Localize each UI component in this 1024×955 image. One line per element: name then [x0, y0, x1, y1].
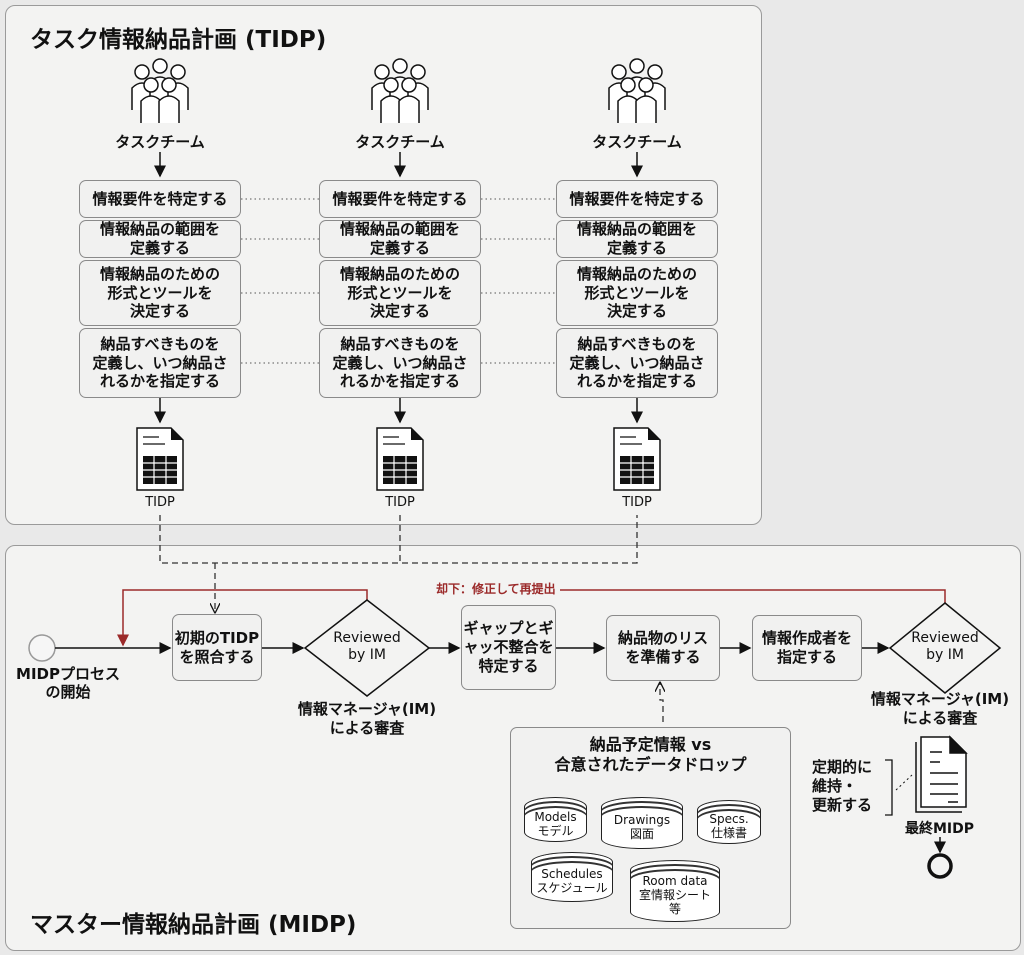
tidp-step[interactable]: 納品すべきものを 定義し、いつ納品さ れるかを指定する — [319, 328, 481, 398]
datadrop-schedules: Schedules スケジュール — [531, 852, 613, 902]
team-people-icon — [608, 58, 666, 123]
start-label: MIDPプロセス の開始 — [16, 665, 120, 701]
review-label-1: 情報マネージャ(IM) による審査 — [297, 700, 437, 737]
review-label-2: 情報マネージャ(IM) による審査 — [870, 690, 1010, 727]
review-diamond-1 — [303, 599, 431, 697]
tidp-step[interactable]: 情報要件を特定する — [556, 180, 718, 218]
tidp-step[interactable]: 情報納品の範囲を 定義する — [556, 220, 718, 258]
tidp-step[interactable]: 情報納品のための 形式とツールを 決定する — [79, 260, 241, 326]
tidp-step[interactable]: 情報要件を特定する — [79, 180, 241, 218]
team-people-icon — [371, 58, 429, 123]
tidp-title: タスク情報納品計画 (TIDP) — [30, 27, 327, 53]
step-identify-gaps[interactable]: ギャップとギ ャッ不整合を 特定する — [461, 605, 556, 690]
end-event — [927, 853, 953, 879]
tidp-step[interactable]: 納品すべきものを 定義し、いつ納品さ れるかを指定する — [556, 328, 718, 398]
tidp-spreadsheet-icon — [613, 427, 661, 491]
review-diamond-2-text: Reviewed by IM — [911, 630, 979, 663]
tidp-doc-label: TIDP — [385, 495, 415, 510]
tidp-doc-label: TIDP — [622, 495, 652, 510]
tidp-step[interactable]: 情報納品のための 形式とツールを 決定する — [556, 260, 718, 326]
datadrop-specs: Specs. 仕様書 — [697, 800, 761, 844]
team-label: タスクチーム — [355, 133, 445, 151]
step-assign-authors[interactable]: 情報作成者を 指定する — [752, 615, 862, 681]
datadrop-room-data: Room data 室情報シート 等 — [630, 860, 720, 922]
review-diamond-1-text: Reviewed by IM — [333, 630, 401, 663]
tidp-spreadsheet-icon — [376, 427, 424, 491]
datadrop-drawings: Drawings 図面 — [601, 797, 683, 849]
maintain-label: 定期的に 維持・ 更新する — [812, 758, 873, 814]
step-prepare-list[interactable]: 納品物のリス を準備する — [606, 615, 720, 681]
team-label: タスクチーム — [115, 133, 205, 151]
step-collate-tidp[interactable]: 初期のTIDP を照合する — [172, 614, 262, 681]
tidp-step[interactable]: 情報納品の範囲を 定義する — [319, 220, 481, 258]
datadrop-models: Models モデル — [524, 797, 587, 842]
reject-loop — [117, 589, 946, 647]
datadrop-title: 納品予定情報 vs 合意されたデータドロップ — [554, 735, 747, 774]
tidp-step[interactable]: 納品すべきものを 定義し、いつ納品さ れるかを指定する — [79, 328, 241, 398]
tidp-step[interactable]: 情報納品のための 形式とツールを 決定する — [319, 260, 481, 326]
review-diamond-2 — [888, 602, 1002, 694]
team-label: タスクチーム — [592, 133, 682, 151]
datadrop-link — [660, 683, 663, 722]
final-midp-doc-icon — [915, 735, 968, 813]
team-people-icon — [131, 58, 189, 123]
tidp-step[interactable]: 情報納品の範囲を 定義する — [79, 220, 241, 258]
tidp-doc-label: TIDP — [145, 495, 175, 510]
final-midp-label: 最終MIDP — [905, 821, 975, 837]
start-event — [28, 634, 56, 662]
tidp-spreadsheet-icon — [136, 427, 184, 491]
reject-label: 却下：修正して再提出 — [433, 580, 559, 597]
midp-title: マスター情報納品計画 (MIDP) — [30, 912, 357, 938]
tidp-merge-line — [159, 515, 638, 564]
tidp-step[interactable]: 情報要件を特定する — [319, 180, 481, 218]
